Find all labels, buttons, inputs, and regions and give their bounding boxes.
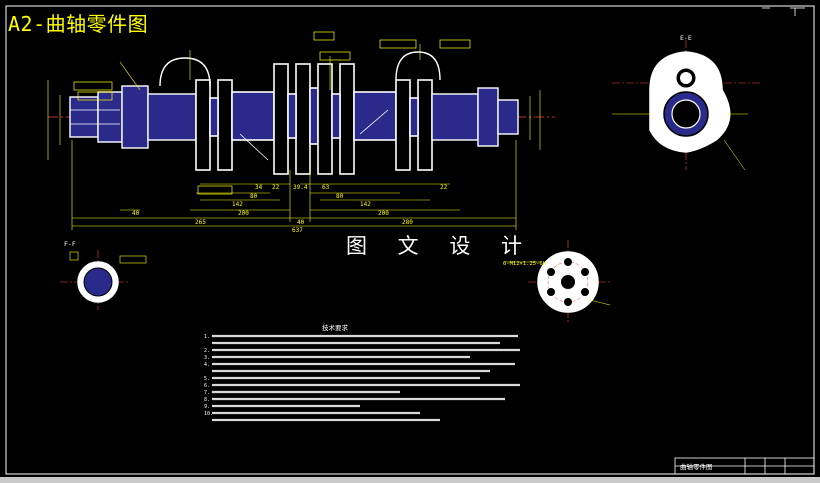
right-shaft-end (431, 87, 519, 147)
oil-hole-line (239, 133, 269, 161)
hole-pattern-view (505, 240, 612, 322)
notes-numbers: 1. 2. 3. 4. 5. 6. 7. 8. 9. 10. (204, 334, 213, 417)
dim-row4-e: 22 (440, 184, 448, 191)
watermark-text: 图 文 设 计 (346, 234, 535, 258)
tolerance-frames (73, 31, 471, 195)
notes-line-4: 4. (204, 362, 210, 368)
section-f-label: F-F (64, 240, 76, 248)
dim-row4-c: 39.4 (293, 184, 308, 191)
notes-line-1: 1. (204, 334, 210, 340)
section-f-f-view (60, 250, 147, 310)
dim-row2-left: 40 (132, 210, 140, 217)
dim-row2-right: 200 (378, 210, 389, 217)
dim-bottom-left: 265 (195, 219, 206, 226)
dim-bottom-total: 637 (292, 227, 303, 234)
status-bar (0, 477, 820, 483)
dim-row4-d: 63 (322, 184, 330, 191)
technical-notes-block (212, 334, 520, 422)
dim-row4-b: 22 (272, 184, 280, 191)
counterweights (159, 51, 441, 87)
dim-row4-a: 34 (255, 184, 263, 191)
dim-row3-a: 142 (232, 201, 243, 208)
crankshaft-main-view (48, 51, 555, 175)
title-block (674, 457, 815, 475)
dim-row2-mid: 200 (238, 210, 249, 217)
drawing-title: A2-曲轴零件图 (8, 12, 149, 36)
dim-row3-d: 80 (336, 193, 344, 200)
notes-line-7: 7. (204, 390, 210, 396)
crank-throws (195, 63, 433, 175)
dim-row3-c: 80 (250, 193, 258, 200)
notes-line-6: 6. (204, 383, 210, 389)
notes-line-3: 3. (204, 355, 210, 361)
hole-pattern-note: 6-M12×1.25-6H (503, 261, 546, 267)
corner-mark (762, 7, 805, 16)
dimension-labels: 637 265 40 280 40 200 200 142 142 80 80 … (132, 184, 448, 234)
drawing-frame (5, 5, 815, 475)
dimension-lines (47, 44, 541, 230)
notes-line-5: 5. (204, 376, 210, 382)
notes-line-2: 2. (204, 348, 210, 354)
section-e-label: E-E (680, 34, 692, 42)
notes-heading: 技术要求 (322, 323, 349, 332)
notes-line-10: 10. (204, 411, 213, 417)
left-shaft-end (69, 85, 197, 149)
dim-bottom-right: 280 (402, 219, 413, 226)
notes-line-8: 8. (204, 397, 210, 403)
dim-bottom-mid: 40 (297, 219, 305, 226)
notes-line-9: 9. (204, 404, 210, 410)
dim-row3-b: 142 (360, 201, 371, 208)
section-e-e-view (612, 40, 760, 171)
oil-hole-line (359, 109, 389, 135)
title-block-part-name: 曲轴零件图 (680, 462, 713, 471)
